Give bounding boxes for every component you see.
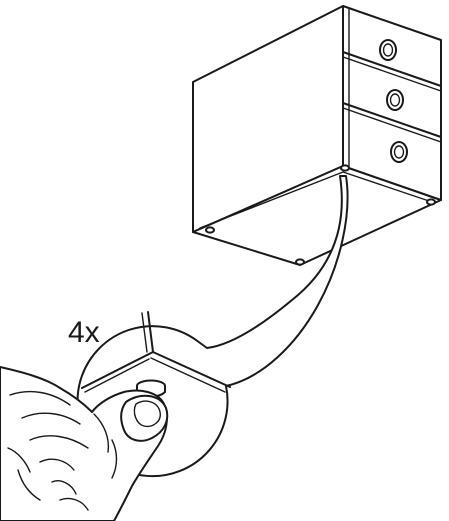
felt-pad-icon (340, 164, 350, 172)
drawer-dividers (342, 8, 442, 169)
cabinet-bottom-rim (199, 171, 433, 229)
drawer-knob-icon (379, 39, 397, 61)
drawer-knob-icon (390, 141, 408, 163)
felt-pad-icon (426, 198, 436, 206)
felt-pad-icon (205, 226, 215, 234)
felt-pad-icon (295, 258, 305, 266)
drawer-knob-icon (386, 89, 404, 111)
thumbnail (133, 400, 161, 428)
quantity-label: 4x (68, 316, 100, 349)
hand-icon (0, 366, 169, 521)
drawer-cabinet-icon (192, 5, 442, 266)
zoomed-cabinet-corner (81, 311, 231, 393)
